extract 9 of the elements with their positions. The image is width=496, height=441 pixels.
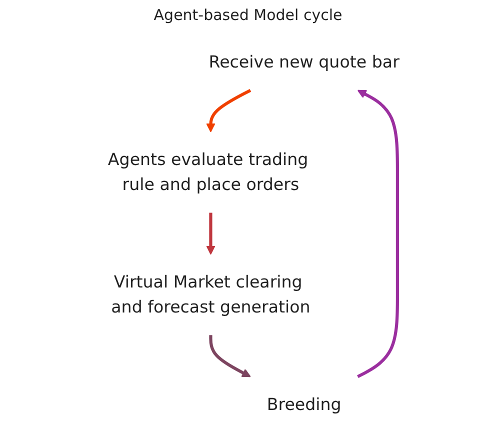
node-text: Virtual Market clearing and forecast generation: [111, 272, 310, 316]
node-text: Receive new quote bar: [208, 52, 400, 72]
arrow: [357, 90, 400, 378]
center-label: Agent-based Model cycle: [154, 6, 342, 24]
node-text: Agents evaluate trading rule and place orders: [108, 149, 308, 194]
arrow: [209, 335, 251, 378]
node-text: Breeding: [266, 394, 342, 414]
arrow: [206, 88, 252, 132]
arrow: [206, 212, 216, 255]
